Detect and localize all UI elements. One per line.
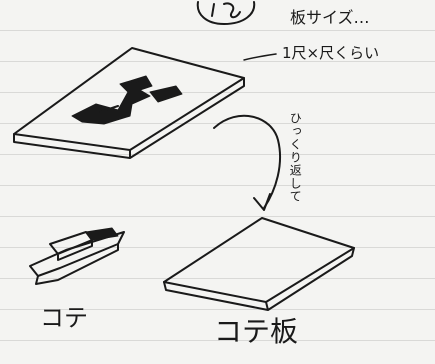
board-size-value: 1尺×尺くらい xyxy=(282,44,380,62)
trowel-grip-shade xyxy=(85,227,119,241)
trowel-board-thickness xyxy=(163,247,355,311)
flip-arrowhead xyxy=(253,193,271,211)
trowel-shine xyxy=(99,79,141,113)
trowel-on-board xyxy=(71,75,153,125)
trowel-blade-edge xyxy=(35,243,119,285)
board-size-label: 板サイズ… xyxy=(290,8,370,27)
trowel-label: コテ xyxy=(40,304,88,332)
board-with-trowel-drawing xyxy=(13,47,245,159)
trowel-board-label: コテ板 xyxy=(214,315,299,348)
trowel-handle-block xyxy=(149,85,183,103)
trowel-grip xyxy=(49,231,93,261)
size-leader-line xyxy=(243,53,277,61)
trowel-drawing xyxy=(29,227,125,285)
circled-number-digits xyxy=(211,2,241,19)
trowel-board-top xyxy=(163,217,355,303)
circled-number-mark xyxy=(196,1,256,25)
flip-note: ひっくり返して xyxy=(288,112,303,203)
board-thickness xyxy=(13,77,245,159)
flip-arrow xyxy=(213,114,282,209)
trowel-board-drawing xyxy=(163,217,355,311)
